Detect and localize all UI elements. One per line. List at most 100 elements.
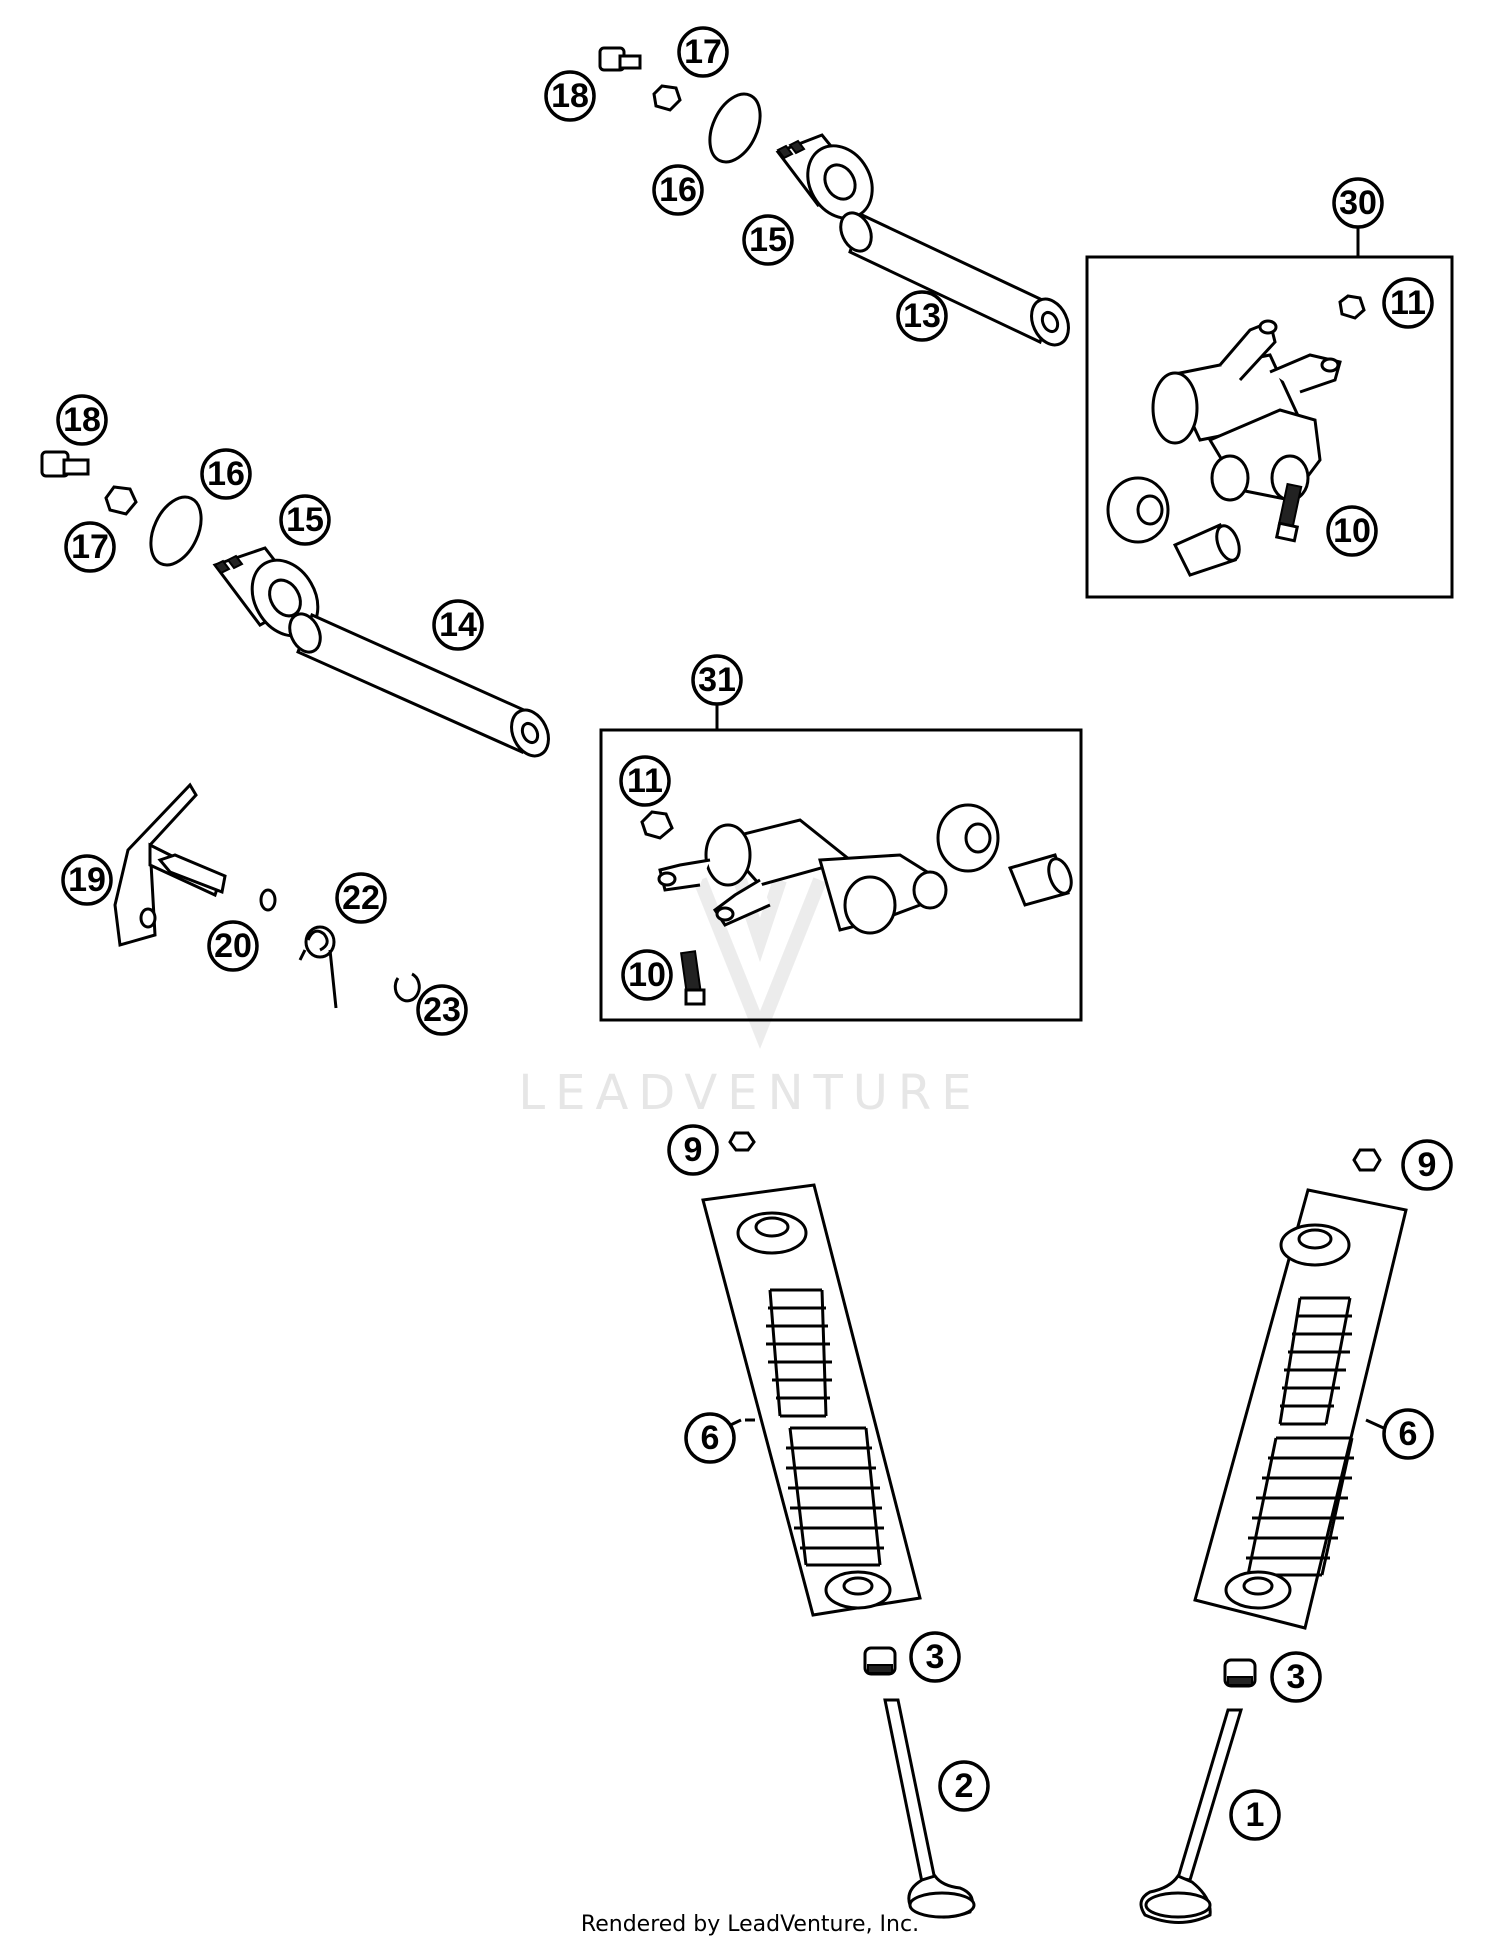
svg-text:3: 3: [926, 1638, 945, 1676]
svg-text:6: 6: [1399, 1415, 1418, 1453]
callout-16b: 16: [200, 448, 252, 500]
decompressor-lever-group: [113, 782, 421, 1009]
svg-text:15: 15: [286, 501, 324, 539]
callout-30: 30: [1332, 177, 1384, 229]
pin-icon: [1007, 853, 1073, 907]
roller-icon: [936, 803, 1000, 873]
svg-text:15: 15: [749, 221, 787, 259]
nut-icon: [1338, 294, 1366, 320]
svg-text:1: 1: [1246, 1796, 1265, 1834]
spring-retainer-icon: [1279, 1223, 1351, 1267]
valve-key-icon: [1352, 1148, 1382, 1172]
callout-23: 23: [416, 984, 468, 1036]
callout-6b: 6: [1382, 1408, 1434, 1460]
callout-15b: 15: [279, 494, 331, 546]
circlip-icon: [393, 972, 421, 1003]
callout-17b: 17: [64, 521, 116, 573]
lever-icon: [113, 782, 227, 947]
adjust-screw-icon: [680, 950, 706, 1006]
svg-text:18: 18: [551, 77, 589, 115]
svg-text:16: 16: [207, 455, 245, 493]
svg-text:10: 10: [1333, 512, 1371, 550]
svg-text:16: 16: [659, 171, 697, 209]
callout-18b: 18: [56, 394, 108, 446]
svg-text:2: 2: [955, 1767, 974, 1805]
rocker-arm-assembly-30: [1085, 226, 1454, 599]
lower-shaft-group: [40, 450, 550, 758]
callout-11b: 11: [619, 755, 671, 807]
svg-text:11: 11: [627, 762, 663, 800]
rocker-arm-assembly-31: [599, 698, 1083, 1022]
svg-text:9: 9: [684, 1131, 703, 1169]
svg-text:6: 6: [701, 1419, 720, 1457]
screw-icon: [40, 450, 90, 478]
exhaust-valve-spring-assembly: [1193, 1148, 1408, 1630]
callout-11a: 11: [1382, 277, 1434, 329]
callout-14: 14: [432, 599, 484, 651]
rocker-shaft-icon: [839, 211, 1070, 347]
rocker-arm-icon: [1151, 319, 1342, 502]
rocker-arm-icon: [657, 818, 948, 935]
intake-valve-spring-assembly: [701, 1131, 922, 1617]
svg-text:31: 31: [698, 661, 736, 699]
svg-text:10: 10: [628, 956, 666, 994]
callout-19: 19: [61, 854, 113, 906]
intake-valve-icon: [883, 1698, 976, 1919]
svg-text:19: 19: [68, 861, 106, 899]
svg-text:18: 18: [63, 401, 101, 439]
bushing-icon: [775, 133, 874, 220]
spring-retainer-icon: [736, 1211, 808, 1255]
outer-spring-icon: [786, 1426, 884, 1567]
watermark-text: LEADVENTURE: [518, 1065, 982, 1121]
callout-22: 22: [335, 872, 387, 924]
spring-icon: [298, 925, 338, 1009]
valve-seal-icon: [863, 1646, 897, 1676]
nut-icon: [104, 485, 138, 516]
pin-icon: [1172, 523, 1241, 577]
callout-17a: 17: [677, 26, 729, 78]
svg-text:14: 14: [439, 606, 477, 644]
exhaust-valve-icon: [1139, 1708, 1244, 1924]
callout-9b: 9: [1401, 1139, 1453, 1191]
callout-31: 31: [691, 654, 743, 706]
o-ring-icon: [259, 888, 277, 912]
adjust-screw-icon: [1274, 482, 1303, 543]
outer-spring-icon: [1246, 1436, 1354, 1577]
nut-icon: [652, 84, 682, 112]
svg-text:20: 20: [214, 927, 252, 965]
callout-6a: 6: [684, 1412, 736, 1464]
nut-icon: [640, 810, 674, 840]
callout-1: 1: [1229, 1789, 1281, 1841]
callout-16a: 16: [652, 164, 704, 216]
valve-seal-icon: [1223, 1658, 1257, 1688]
callout-20: 20: [207, 920, 259, 972]
spring-seat-icon: [824, 1570, 892, 1610]
valve-key-icon: [728, 1131, 756, 1152]
upper-shaft-group: [598, 46, 1070, 347]
svg-text:13: 13: [903, 297, 941, 335]
inner-spring-icon: [1278, 1296, 1352, 1426]
svg-text:9: 9: [1418, 1146, 1437, 1184]
svg-text:30: 30: [1339, 184, 1377, 222]
callout-2: 2: [938, 1760, 990, 1812]
spring-seat-icon: [1224, 1570, 1292, 1610]
footer-credit: Rendered by LeadVenture, Inc.: [580, 1912, 920, 1937]
callout-9a: 9: [667, 1124, 719, 1176]
callout-10b: 10: [621, 949, 673, 1001]
svg-text:11: 11: [1390, 284, 1426, 322]
svg-text:17: 17: [71, 528, 109, 566]
roller-icon: [1106, 476, 1170, 544]
screw-icon: [598, 46, 642, 72]
callout-10a: 10: [1326, 505, 1378, 557]
callout-3b: 3: [1270, 1651, 1322, 1703]
svg-text:22: 22: [342, 879, 380, 917]
svg-text:23: 23: [423, 991, 461, 1029]
callout-15a: 15: [742, 214, 794, 266]
callout-13: 13: [896, 290, 948, 342]
o-ring-icon: [708, 92, 762, 164]
callout-3a: 3: [909, 1631, 961, 1683]
inner-spring-icon: [766, 1288, 832, 1418]
svg-text:17: 17: [684, 33, 722, 71]
svg-text:3: 3: [1287, 1658, 1306, 1696]
